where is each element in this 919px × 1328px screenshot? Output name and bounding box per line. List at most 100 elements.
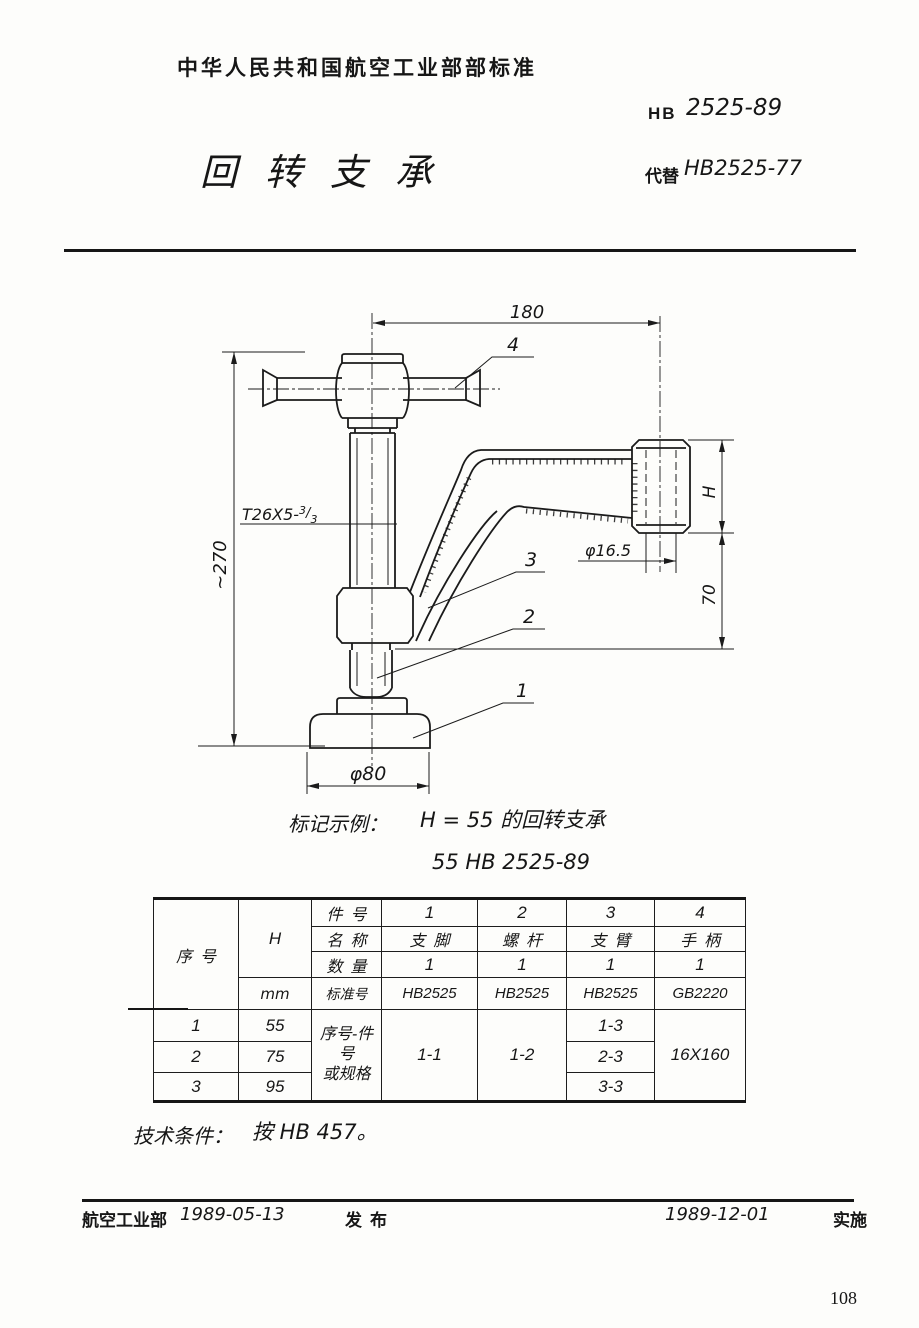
replaces-number: HB2525-77 — [684, 156, 802, 180]
dim-h-label: H — [700, 485, 720, 498]
part-no-cell: 2 — [477, 898, 567, 927]
tech-conditions-label: 技术条件： — [133, 1124, 233, 1148]
parts-table: 序号 H 件号 1 2 3 4 名称 支脚 螺杆 支臂 手柄 数量 1 1 1 … — [153, 897, 746, 1103]
callout-3: 3 — [525, 549, 537, 571]
arm-outer-edge — [409, 449, 632, 593]
footer-impl-date: 1989-12-01 — [665, 1204, 770, 1225]
row-label-qty: 数量 — [311, 951, 382, 978]
dim-180-label: 180 — [510, 302, 544, 323]
dim-270-label: ~270 — [210, 540, 231, 589]
table-row-size-3: 3 95 3-3 — [153, 1072, 746, 1102]
page-number: 108 — [830, 1288, 857, 1308]
std-no-cell: GB2220 — [654, 977, 746, 1010]
footer-issue-date: 1989-05-13 — [180, 1204, 285, 1225]
seq-cell: 1 — [153, 1009, 239, 1042]
page-title: 回转支承 — [200, 151, 460, 194]
centerlines — [248, 313, 661, 766]
arm-inner-edge — [419, 458, 632, 598]
callout-1-leader — [412, 702, 534, 739]
handle-bar — [277, 377, 466, 401]
base-dia-label: φ80 — [350, 763, 387, 785]
handle-left-tip — [262, 368, 278, 408]
h-value-cell: 95 — [238, 1072, 312, 1102]
h-value-cell: 75 — [238, 1041, 312, 1073]
arm-cell: 2-3 — [566, 1041, 655, 1073]
marking-example-label: 标记示例： — [288, 812, 388, 836]
seq-cell: 3 — [153, 1072, 239, 1102]
table-row-std: mm 标准号 HB2525 HB2525 HB2525 GB2220 — [154, 977, 746, 1010]
part-name-cell: 手柄 — [654, 926, 746, 952]
marking-example-line2: 55 HB 2525-89 — [432, 850, 591, 874]
hole-dia-label: φ16.5 — [585, 541, 631, 560]
qty-cell: 1 — [654, 951, 746, 978]
knob-cap — [341, 353, 404, 364]
spec-label-cell: 序号-件号 或规格 — [311, 1009, 382, 1102]
thread-label: T26X5-3/3 — [242, 504, 317, 526]
header-divider — [64, 249, 856, 252]
swivel-hub — [336, 587, 414, 644]
thread-minor-lines — [356, 438, 389, 585]
footer-impl-label: 实施 — [833, 1211, 867, 1230]
corner-cell: 序号 — [153, 898, 239, 1010]
pad-flange — [336, 697, 408, 714]
std-no-cell: HB2525 — [566, 977, 655, 1010]
replaces-prefix: 代替 — [645, 167, 679, 186]
callout-2: 2 — [523, 606, 535, 628]
spec-label-line2: 或规格 — [322, 1066, 371, 1083]
handle-right-tip — [465, 368, 481, 408]
mm-cell: mm — [238, 977, 312, 1010]
footer-issuer: 航空工业部 — [82, 1211, 167, 1230]
table-row-name: 名称 支脚 螺杆 支臂 手柄 — [154, 926, 746, 952]
tech-conditions-value: 按 HB 457。 — [252, 1120, 378, 1144]
standard-number-prefix: HB — [648, 104, 677, 123]
knob-body — [335, 362, 410, 419]
h-value-cell: 55 — [238, 1009, 312, 1042]
standard-caption: 中华人民共和国航空工业部部标准 — [177, 57, 537, 80]
pad-body — [309, 713, 431, 749]
hidden-hole-lines — [645, 450, 677, 524]
part-name-cell: 支脚 — [381, 926, 478, 952]
table-row-size-2: 2 75 2-3 — [153, 1041, 746, 1073]
part-no-cell: 4 — [654, 898, 746, 927]
arm-lower-edge-b — [428, 505, 633, 642]
seq-cell: 2 — [153, 1041, 239, 1073]
qty-cell: 1 — [477, 951, 567, 978]
hatch-ticks — [421, 476, 472, 593]
callout-3-leader — [427, 571, 545, 609]
row-label-part-no: 件号 — [311, 898, 382, 927]
screw-lower-neck — [351, 643, 391, 650]
qty-cell: 1 — [381, 951, 478, 978]
std-no-cell: HB2525 — [381, 977, 478, 1010]
row-label-name: 名称 — [311, 926, 382, 952]
arm-cell: 1-3 — [566, 1009, 655, 1042]
foot-span-cell: 1-1 — [381, 1009, 478, 1102]
screw-lower-end — [349, 650, 393, 698]
marking-example-line1: H = 55 的回转支承 — [420, 808, 606, 832]
part-no-cell: 3 — [566, 898, 655, 927]
part-name-cell: 螺杆 — [477, 926, 567, 952]
qty-cell: 1 — [566, 951, 655, 978]
handle-span-cell: 16X160 — [654, 1009, 746, 1102]
callout-1: 1 — [516, 680, 528, 702]
screw-shaft — [349, 433, 396, 588]
table-row-part-no: 序号 H 件号 1 2 3 4 — [153, 898, 746, 1010]
arm-cell: 3-3 — [566, 1072, 655, 1102]
callout-2-leader — [376, 628, 545, 679]
dimension-arrows — [231, 320, 725, 789]
callout-4: 4 — [507, 334, 519, 356]
screw-span-cell: 1-2 — [477, 1009, 567, 1102]
arm-boss — [631, 439, 691, 534]
dim-70-label: 70 — [700, 584, 720, 606]
table-row-size-1: 1 55 序号-件号 或规格 1-1 1-2 1-3 16X160 — [153, 1009, 746, 1102]
footer-divider — [82, 1199, 854, 1202]
part-no-cell: 1 — [381, 898, 478, 927]
footer-publish-label: 发布 — [345, 1211, 395, 1230]
spec-label-line1: 序号-件号 — [319, 1026, 374, 1063]
h-header-cell: H — [238, 898, 312, 978]
standard-number: 2525-89 — [686, 95, 783, 121]
stray-scan-mark — [128, 1008, 188, 1010]
arm-lower-edge-a — [415, 510, 498, 642]
thread-minor-lines — [356, 652, 386, 686]
